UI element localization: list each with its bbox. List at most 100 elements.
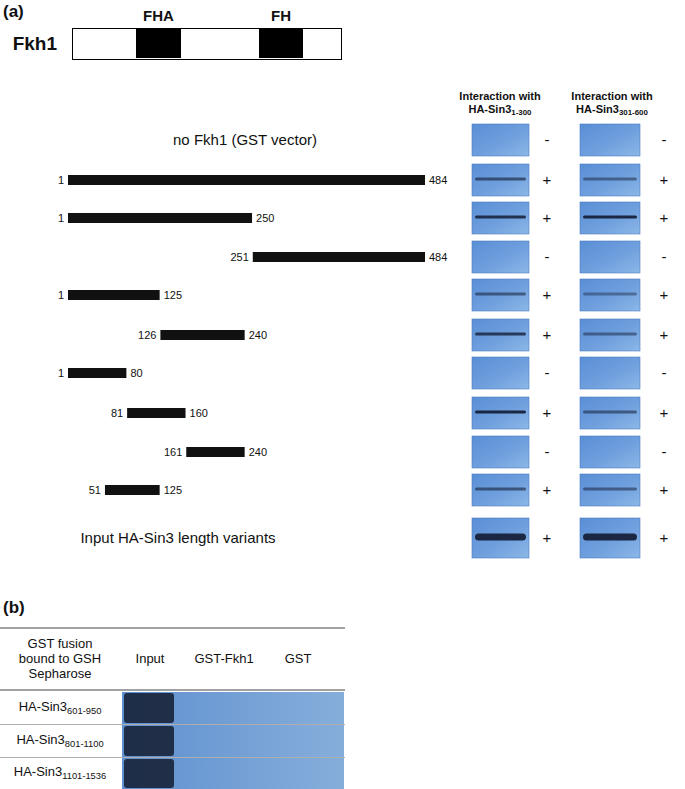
text-group: + <box>660 209 669 226</box>
table-row-label: HA-Sin3 <box>14 764 62 779</box>
text-group: 80 <box>130 367 142 380</box>
residue-number: 1 <box>58 289 64 301</box>
text-group: 1 <box>58 212 64 225</box>
result-sign: + <box>660 326 669 343</box>
residue-number: 161 <box>164 446 182 458</box>
table-rule <box>0 724 345 725</box>
result-sign: + <box>660 404 669 421</box>
western-blot <box>580 397 640 429</box>
fragment-range: 1101-1536 <box>62 771 106 781</box>
western-blot <box>472 357 529 389</box>
fragment-bar <box>68 175 425 185</box>
result-sign: + <box>543 171 552 188</box>
domain-box: FH <box>259 29 303 58</box>
residue-number: 250 <box>256 212 274 224</box>
residue-number: 484 <box>429 174 447 186</box>
text-group: Interaction with HA-Sin3301-600 <box>565 90 660 117</box>
residue-number: 1 <box>58 174 64 186</box>
text-group: 250 <box>256 212 274 225</box>
text-group: 240 <box>249 329 267 342</box>
text-group: 51 <box>89 484 101 497</box>
residue-number: 51 <box>89 484 101 496</box>
fragment-bar <box>105 485 160 495</box>
text-group: 484 <box>429 174 447 187</box>
table-row-label: HA-Sin3 <box>19 699 67 714</box>
text-group: + <box>543 209 552 226</box>
text-group: (a) <box>3 2 24 22</box>
residue-number: 251 <box>230 251 248 263</box>
blot-band <box>475 411 526 414</box>
text-group: 240 <box>249 446 267 459</box>
residue-number: 125 <box>164 484 182 496</box>
western-blot <box>580 436 640 468</box>
western-blot <box>122 725 344 757</box>
western-blot <box>472 164 529 196</box>
text-group: HA-Sin31101-1536 <box>14 765 106 782</box>
result-sign: + <box>543 481 552 498</box>
domain-label: FH <box>271 7 291 24</box>
result-sign: - <box>662 443 667 460</box>
result-sign: - <box>662 131 667 148</box>
text-group: - <box>545 131 550 148</box>
text-group: - <box>545 248 550 265</box>
text-group: + <box>543 326 552 343</box>
text-group: GST <box>285 652 312 667</box>
text-group: + <box>660 326 669 343</box>
text-group: - <box>662 364 667 381</box>
blot-band <box>583 534 637 541</box>
result-sign: + <box>543 529 552 546</box>
western-blot <box>122 692 344 724</box>
text-group: HA-Sin3801-1100 <box>16 733 103 750</box>
result-sign: + <box>543 286 552 303</box>
fragment-range: 801-1100 <box>65 739 104 749</box>
text-group: 81 <box>111 407 123 420</box>
fragment-bar <box>68 368 126 378</box>
western-blot <box>472 436 529 468</box>
text-group: - <box>662 248 667 265</box>
text-group: 160 <box>190 407 208 420</box>
western-blot <box>472 397 529 429</box>
text-group: - <box>545 443 550 460</box>
western-blot <box>472 474 529 506</box>
result-sign: + <box>660 481 669 498</box>
input-smear <box>124 726 174 756</box>
text-group: 1 <box>58 289 64 302</box>
text-group: Input HA-Sin3 length variants <box>80 529 275 546</box>
input-smear <box>124 759 174 788</box>
table-header: GST <box>285 651 312 666</box>
blot-band <box>475 293 526 296</box>
result-sign: - <box>545 248 550 265</box>
blot-band <box>583 178 637 181</box>
text-group: + <box>660 404 669 421</box>
residue-number: 240 <box>249 329 267 341</box>
residue-number: 81 <box>111 407 123 419</box>
table-header: GST-Fkh1 <box>194 651 253 666</box>
text-group: + <box>660 481 669 498</box>
fragment-bar <box>186 447 244 457</box>
text-group: 1 <box>58 367 64 380</box>
western-blot <box>472 241 529 273</box>
residue-number: 1 <box>58 212 64 224</box>
blot-band <box>583 488 637 491</box>
result-sign: - <box>662 248 667 265</box>
result-sign: + <box>660 171 669 188</box>
text-group: no Fkh1 (GST vector) <box>173 131 317 148</box>
blot-band <box>475 534 526 541</box>
residue-number: 1 <box>58 367 64 379</box>
result-sign: - <box>545 443 550 460</box>
western-blot <box>472 124 529 156</box>
blot-band <box>583 216 637 219</box>
table-header: GST fusion bound to GSH Sepharose <box>19 636 101 681</box>
result-sign: - <box>545 364 550 381</box>
western-blot <box>580 124 640 156</box>
blot-band <box>475 216 526 219</box>
fragment-bar <box>68 290 160 300</box>
western-blot <box>472 518 529 558</box>
text-group: - <box>545 364 550 381</box>
text-group: + <box>543 286 552 303</box>
row-label: Input HA-Sin3 length variants <box>80 529 275 546</box>
text-group: + <box>660 171 669 188</box>
result-sign: + <box>543 209 552 226</box>
